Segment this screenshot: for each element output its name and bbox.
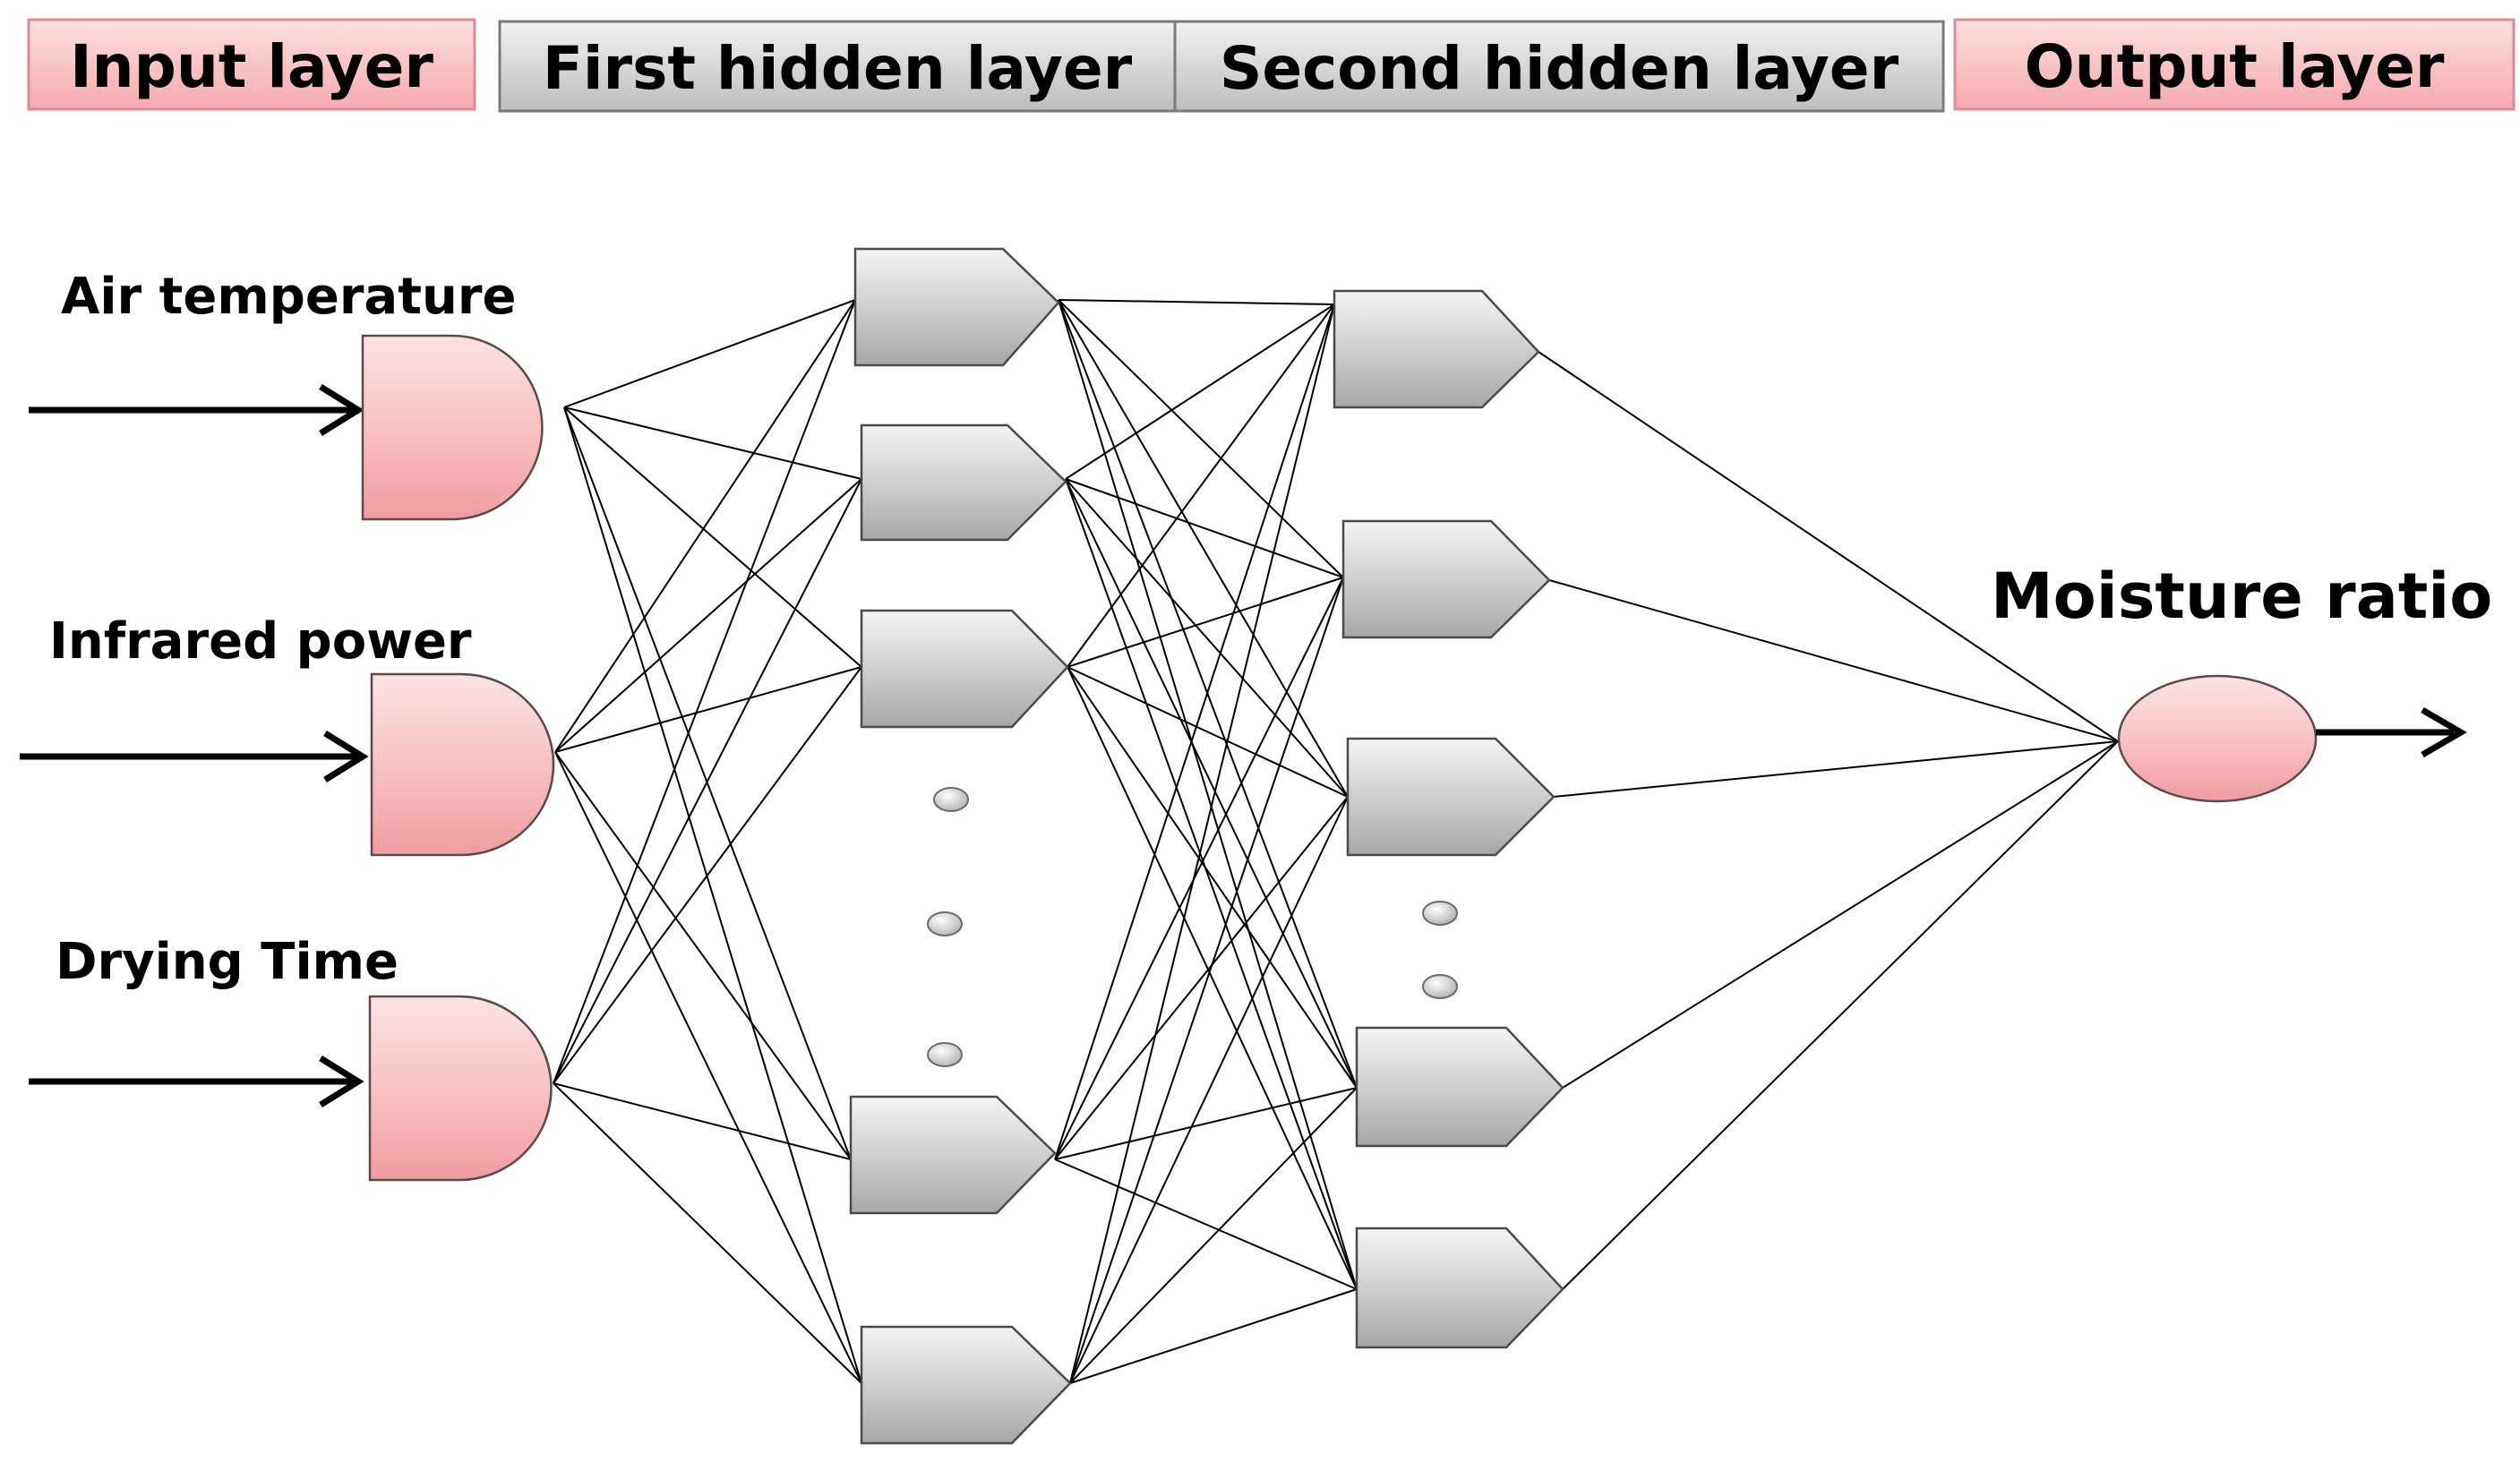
first-hidden-layer-header-label: First hidden layer — [543, 34, 1133, 103]
hidden1-node-1 — [853, 247, 1060, 367]
input-arrowhead-air-temperature — [319, 384, 364, 436]
hidden2-node-4 — [1355, 1026, 1564, 1148]
first-hidden-layer-nodes — [849, 247, 1072, 1445]
hidden2-node-5 — [1355, 1227, 1564, 1349]
output-arrowhead — [2421, 706, 2467, 758]
connections-input-to-hidden1 — [553, 299, 862, 1384]
input-layer-header-box — [27, 18, 476, 111]
input-layer-header-label: Input layer — [70, 32, 433, 101]
hidden2-ellipsis-dot-1 — [1422, 901, 1458, 926]
hidden1-node-3 — [860, 609, 1069, 729]
hidden1-node-5 — [860, 1325, 1072, 1445]
second-hidden-layer-nodes — [1333, 289, 1564, 1349]
output-layer-header-label: Output layer — [2025, 32, 2445, 101]
input-arrowhead-drying-time — [319, 1056, 364, 1107]
hidden2-node-1 — [1333, 289, 1540, 409]
input-layer-nodes: Air temperature Infrared power Drying Ti… — [20, 268, 555, 1182]
hidden1-ellipsis-dot-1 — [933, 787, 969, 812]
first-hidden-layer-header-box — [498, 20, 1177, 113]
output-layer-header-box — [1953, 18, 2516, 111]
connections-hidden2-to-output — [1538, 351, 2119, 1290]
input-label-infrared-power: Infrared power — [49, 612, 472, 671]
hidden1-node-2 — [860, 423, 1067, 542]
hidden2-node-2 — [1341, 519, 1551, 639]
hidden1-ellipsis-dot-2 — [927, 911, 963, 936]
input-node-drying-time — [368, 995, 553, 1182]
input-node-air-temperature — [361, 334, 544, 521]
hidden2-node-3 — [1346, 737, 1556, 857]
output-label-moisture-ratio: Moisture ratio — [1991, 560, 2492, 633]
hidden1-ellipsis-dot-3 — [927, 1042, 963, 1067]
input-arrowhead-infrared-power — [323, 731, 369, 782]
input-label-drying-time: Drying Time — [56, 933, 399, 991]
output-node-moisture-ratio — [2117, 674, 2318, 803]
connections-hidden1-to-hidden2 — [1054, 299, 1358, 1384]
second-hidden-layer-header-label: Second hidden layer — [1220, 34, 1899, 103]
second-hidden-layer-header-box — [1173, 20, 1945, 113]
input-label-air-temperature: Air temperature — [61, 268, 516, 326]
hidden2-ellipsis-dot-2 — [1422, 974, 1458, 999]
header-bar: Input layer First hidden layer Second hi… — [27, 18, 2516, 113]
output-layer-node-group: Moisture ratio — [1991, 560, 2492, 803]
input-node-infrared-power — [370, 672, 555, 857]
hidden1-node-4 — [849, 1095, 1057, 1215]
